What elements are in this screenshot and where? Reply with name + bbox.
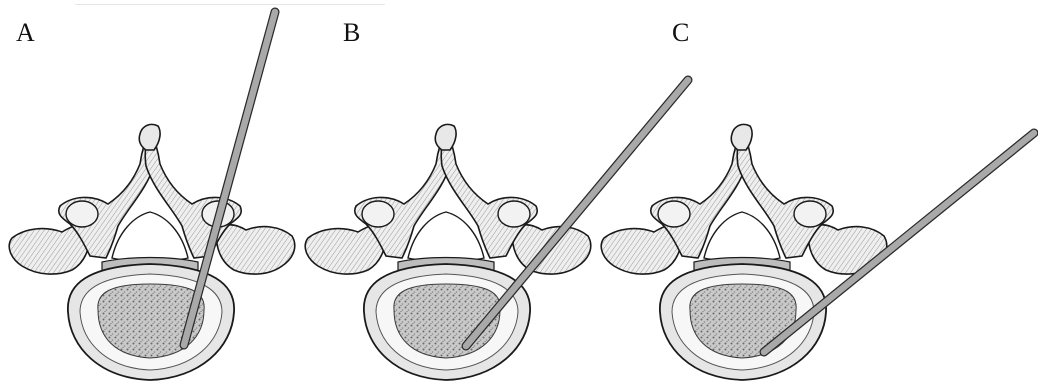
vertebra-a-icon — [9, 124, 295, 380]
panel-a — [9, 12, 295, 380]
vertebra-c-icon — [601, 124, 887, 380]
panel-label-c: C — [672, 18, 689, 48]
panel-label-b: B — [343, 18, 360, 48]
panel-label-a: A — [16, 18, 35, 48]
panel-c — [601, 124, 1034, 380]
